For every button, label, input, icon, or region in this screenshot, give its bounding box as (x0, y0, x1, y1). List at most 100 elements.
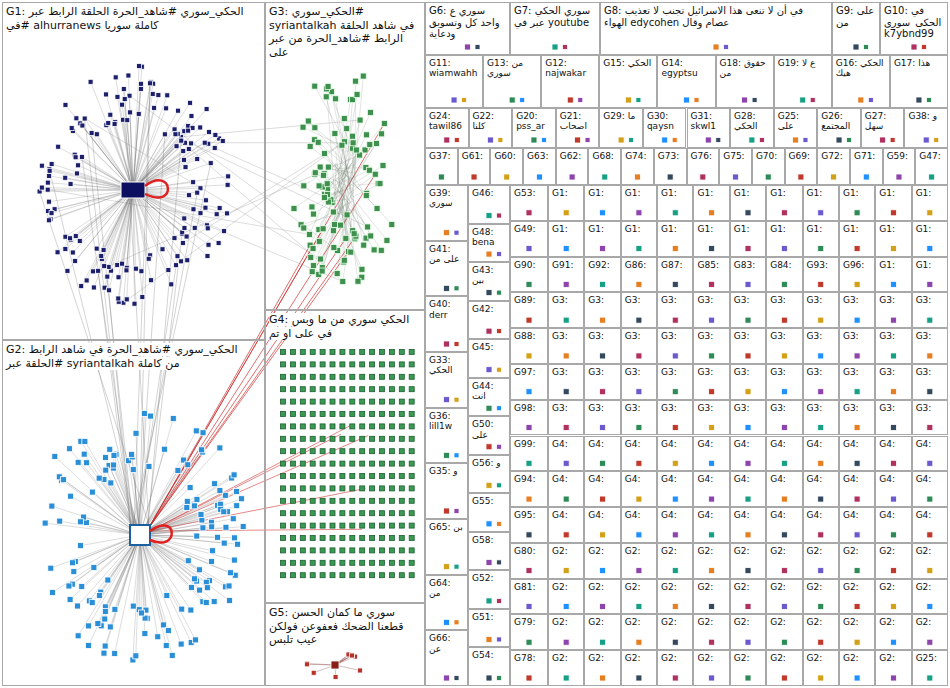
group-cell: G4: (621, 471, 657, 507)
vertex-icon (310, 573, 315, 578)
vertex-icon (179, 138, 184, 143)
vertex-icon (709, 425, 715, 431)
vertex-icon (350, 474, 355, 479)
vertex-icon (116, 275, 121, 280)
vertex-icon (281, 461, 286, 466)
vertex-icon (890, 425, 896, 431)
vertex-icon (355, 278, 361, 284)
vertex-icon (818, 460, 824, 466)
network-link (116, 77, 133, 190)
group-cell: G54: (468, 647, 510, 686)
vertex-icon (124, 268, 129, 273)
vertex-icon (343, 235, 349, 241)
group-label: G35: و (429, 466, 458, 476)
vertex-icon (389, 461, 394, 466)
network-link (133, 103, 190, 190)
vertex-icon (290, 461, 295, 466)
vertex-icon (509, 97, 515, 103)
vertex-icon (75, 633, 81, 639)
group-cell: G3: (839, 400, 875, 436)
vertex-icon (290, 449, 295, 454)
vertex-icon (745, 532, 751, 538)
vertex-icon (204, 107, 209, 112)
vertex-icon (373, 140, 379, 146)
group-cell: G3: (657, 328, 693, 364)
vertex-icon (929, 174, 935, 180)
vertex-icon (350, 653, 355, 658)
vertex-icon (217, 206, 222, 211)
vertex-icon (320, 374, 325, 379)
vertex-icon (752, 98, 757, 103)
vertex-icon (300, 511, 305, 516)
group-label: G3: (879, 295, 895, 305)
vertex-icon (290, 387, 295, 392)
vertex-icon (526, 425, 532, 431)
vertex-icon (361, 242, 367, 248)
vertex-icon (370, 548, 375, 553)
vertex-icon (602, 174, 608, 180)
group-label: G4: (588, 439, 604, 449)
group-label: G79: (514, 617, 535, 627)
vertex-icon (300, 523, 305, 528)
vertex-icon (281, 486, 286, 491)
vertex-icon (380, 560, 385, 565)
vertex-icon (300, 362, 305, 367)
vertex-icon (380, 436, 385, 441)
vertex-icon (399, 350, 404, 355)
vertex-icon (315, 139, 321, 145)
vertex-icon (526, 675, 532, 681)
group-cell: G4: (584, 471, 620, 507)
group-label: G8: في أن لا تنعى هذا الاسرائيل تجنب لا … (604, 5, 803, 28)
vertex-icon (203, 600, 209, 606)
vertex-icon (444, 230, 450, 236)
vertex-icon (504, 174, 510, 180)
vertex-icon (191, 180, 196, 185)
vertex-icon (365, 224, 371, 230)
vertex-icon (213, 132, 218, 137)
vertex-icon (300, 498, 305, 503)
group-cell: G60: (490, 148, 523, 185)
group-cell: G3: (548, 328, 584, 364)
vertex-icon (57, 518, 63, 524)
vertex-icon (923, 137, 929, 143)
vertex-icon (360, 498, 365, 503)
vertex-icon (330, 511, 335, 516)
group-cell: G85: (693, 257, 729, 293)
group-cell: G4: (839, 507, 875, 543)
vertex-icon (349, 653, 354, 658)
vertex-icon (625, 97, 631, 103)
vertex-icon (927, 389, 933, 395)
vertex-icon (127, 93, 132, 98)
group-label: G21: اصحاب (560, 111, 587, 131)
group-label: G2: (843, 582, 859, 592)
group-cell: G41: على من (425, 241, 468, 297)
vertex-icon (444, 452, 450, 458)
group-label: G75: (723, 151, 744, 161)
group-cell: G91: (548, 257, 584, 293)
vertex-icon (339, 142, 345, 148)
vertex-icon (194, 496, 200, 502)
network-link (133, 141, 223, 190)
vertex-icon (61, 477, 67, 483)
vertex-icon (340, 449, 345, 454)
group-cell: G4: (584, 436, 620, 472)
vertex-icon (290, 536, 295, 541)
group-cell: G3: (766, 364, 802, 400)
group-label: G1: (770, 224, 786, 234)
vertex-icon (818, 317, 824, 323)
vertex-icon (863, 174, 869, 180)
vertex-icon (281, 424, 286, 429)
group-label: G26: المجتمع (821, 111, 850, 131)
vertex-icon (227, 598, 233, 604)
vertex-icon (89, 130, 94, 135)
group-label: G68: (592, 151, 613, 161)
group-cell: G3: (875, 328, 911, 364)
vertex-icon (399, 424, 404, 429)
vertex-icon (300, 374, 305, 379)
network-link (319, 165, 352, 186)
vertex-icon (374, 205, 380, 211)
group-cell: G3: (912, 364, 948, 400)
vertex-icon (454, 509, 459, 514)
vertex-icon (569, 174, 575, 180)
vertex-icon (206, 130, 211, 135)
